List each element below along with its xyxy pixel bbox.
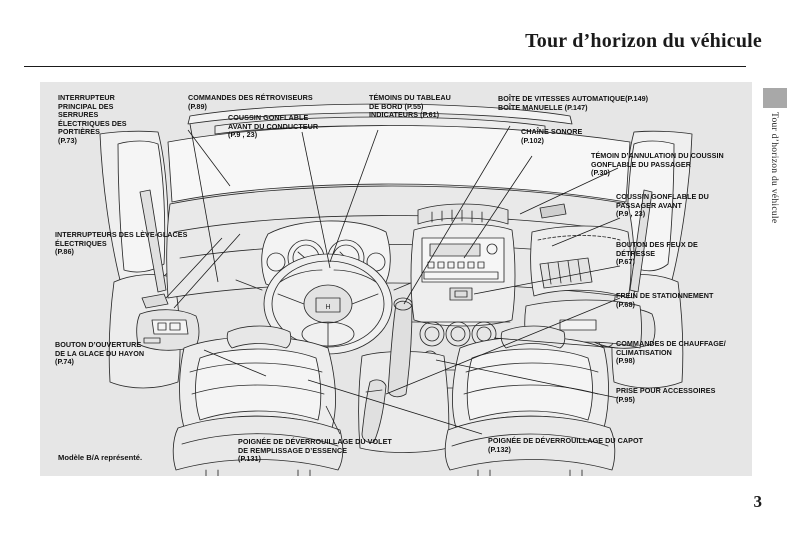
callout-chaine-sonore: CHAÎNE SONORE (P.102) [521,127,583,145]
callout-coussin-gonflable-passager-avant: COUSSIN GONFLABLE DU PASSAGER AVANT (P.9… [616,192,709,219]
section-tab-label: Tour d’horizon du véhicule [769,112,779,224]
callout-coussin-gonflable-conducteur: COUSSIN GONFLABLE AVANT DU CONDUCTEUR (P… [228,113,319,140]
page-header: Tour d’horizon du véhicule [0,0,802,72]
page-title: Tour d’horizon du véhicule [525,30,762,52]
callout-prise-pour-accessoires: PRISE POUR ACCESSOIRES (P.95) [616,386,716,404]
page-number: 3 [753,492,763,511]
callout-poignee-deverrouillage-capot: POIGNÉE DE DÉVERROUILLAGE DU CAPOT (P.13… [488,436,644,454]
callout-boite-de-vitesses: BOÎTE DE VITESSES AUTOMATIQUE(P.149) BOÎ… [498,94,649,112]
callout-frein-de-stationnement: FREIN DE STATIONNEMENT (P.68) [616,291,714,309]
header-divider [24,66,746,67]
callout-temoin-annulation-coussin-passager: TÉMOIN D’ANNULATION DU COUSSIN GONFLABLE… [591,151,724,178]
callout-temoins-tableau-de-bord: TÉMOINS DU TABLEAU DE BORD (P.55) INDICA… [369,93,451,120]
callout-interrupteur-principal-serrures: INTERRUPTEUR PRINCIPAL DES SERRURES ÉLEC… [58,93,127,145]
callout-bouton-feux-de-detresse: BOUTON DES FEUX DE DÉTRESSE (P.67) [616,240,698,267]
callout-commandes-retroviseurs: COMMANDES DES RÉTROVISEURS (P.89) [188,93,313,111]
callout-bouton-ouverture-glace-hayon: BOUTON D’OUVERTURE DE LA GLACE DU HAYON … [55,340,145,367]
callout-commandes-chauffage-climatisation: COMMANDES DE CHAUFFAGE/ CLIMATISATION (P… [616,339,726,366]
callout-poignee-deverrouillage-volet-essence: POIGNÉE DE DÉVERROUILLAGE DU VOLET DE RE… [238,437,392,464]
section-tab-marker [763,88,787,108]
model-footnote: Modèle B/A représenté. [58,453,143,462]
callout-interrupteurs-leve-glaces: INTERRUPTEURS DES LÈVE-GLACES ÉLECTRIQUE… [55,230,188,257]
